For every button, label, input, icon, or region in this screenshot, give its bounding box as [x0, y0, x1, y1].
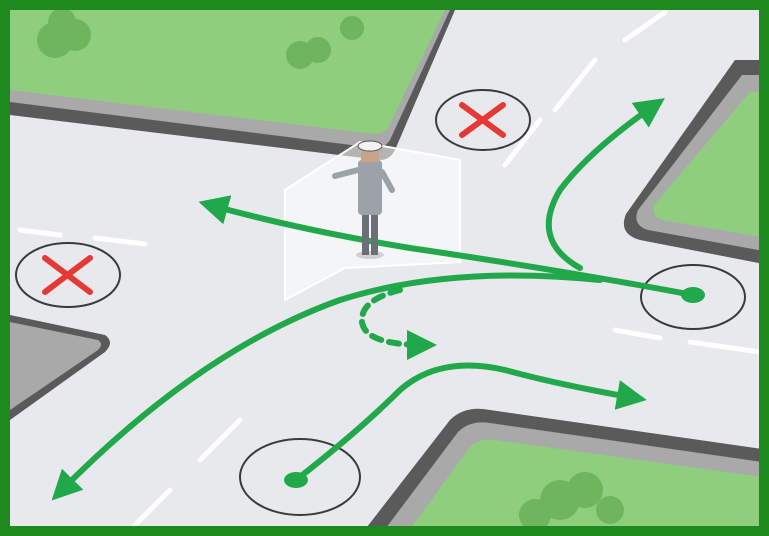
intersection-diagram: [0, 0, 769, 536]
